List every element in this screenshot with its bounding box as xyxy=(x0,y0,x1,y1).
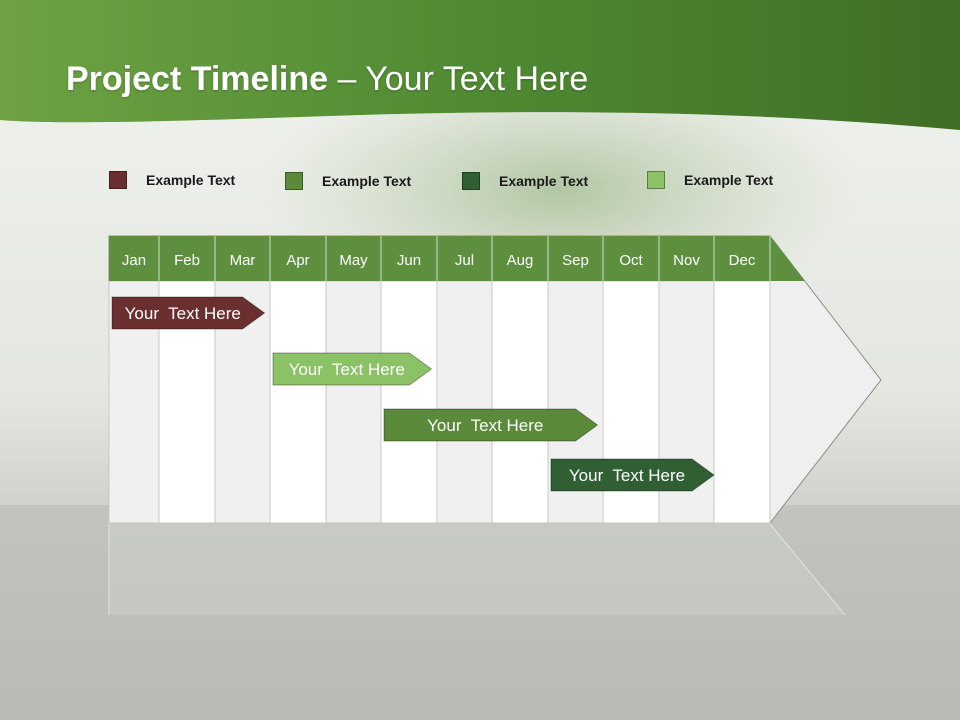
legend-label: Example Text xyxy=(146,172,236,188)
legend-swatch xyxy=(285,172,303,190)
month-label: Nov xyxy=(673,252,700,269)
task-bar-label: Your Text Here xyxy=(427,416,543,435)
legend-swatch xyxy=(647,171,665,189)
month-label: Oct xyxy=(619,252,643,269)
legend-label: Example Text xyxy=(499,173,589,189)
month-column xyxy=(713,280,771,524)
month-column xyxy=(269,280,327,524)
timeline-reflection xyxy=(109,524,845,615)
month-header-band xyxy=(109,236,805,281)
task-bar: Your Text Here xyxy=(383,408,599,442)
legend-swatch xyxy=(462,172,480,190)
task-bar-label: Your Text Here xyxy=(125,304,241,323)
month-column xyxy=(491,280,549,524)
task-bar: Your Text Here xyxy=(550,458,715,492)
month-labels: Jan Feb Mar Apr May Jun Jul Aug Sep Oct Nov Dec xyxy=(122,236,771,281)
month-label: Jul xyxy=(455,252,474,269)
page-title: Project Timeline – Your Text Here xyxy=(66,60,588,99)
month-column xyxy=(325,280,382,524)
legend-label: Example Text xyxy=(322,173,412,189)
legend-swatch xyxy=(109,171,127,189)
page-title-bold: Project Timeline xyxy=(66,60,329,98)
month-label: Jan xyxy=(122,252,146,269)
month-label: Jun xyxy=(397,252,421,269)
task-bar-label: Your Text Here xyxy=(569,466,685,485)
task-bar-label: Your Text Here xyxy=(289,360,405,379)
month-label: May xyxy=(339,252,368,269)
month-label: Dec xyxy=(729,252,756,269)
month-label: Mar xyxy=(230,252,256,269)
legend-label: Example Text xyxy=(684,172,774,188)
task-bar-shape xyxy=(272,352,433,386)
page-title-rest: – Your Text Here xyxy=(328,60,589,98)
month-label: Apr xyxy=(286,252,309,269)
task-bar-shape xyxy=(111,296,266,330)
task-bar-shape xyxy=(550,458,715,492)
month-label: Aug xyxy=(507,252,534,269)
task-bar: Your Text Here xyxy=(272,352,433,386)
task-bar-shape xyxy=(383,408,599,442)
month-column xyxy=(436,280,493,524)
task-bar: Your Text Here xyxy=(111,296,266,330)
month-column xyxy=(380,280,438,524)
month-label: Sep xyxy=(562,252,589,269)
month-label: Feb xyxy=(174,252,200,269)
